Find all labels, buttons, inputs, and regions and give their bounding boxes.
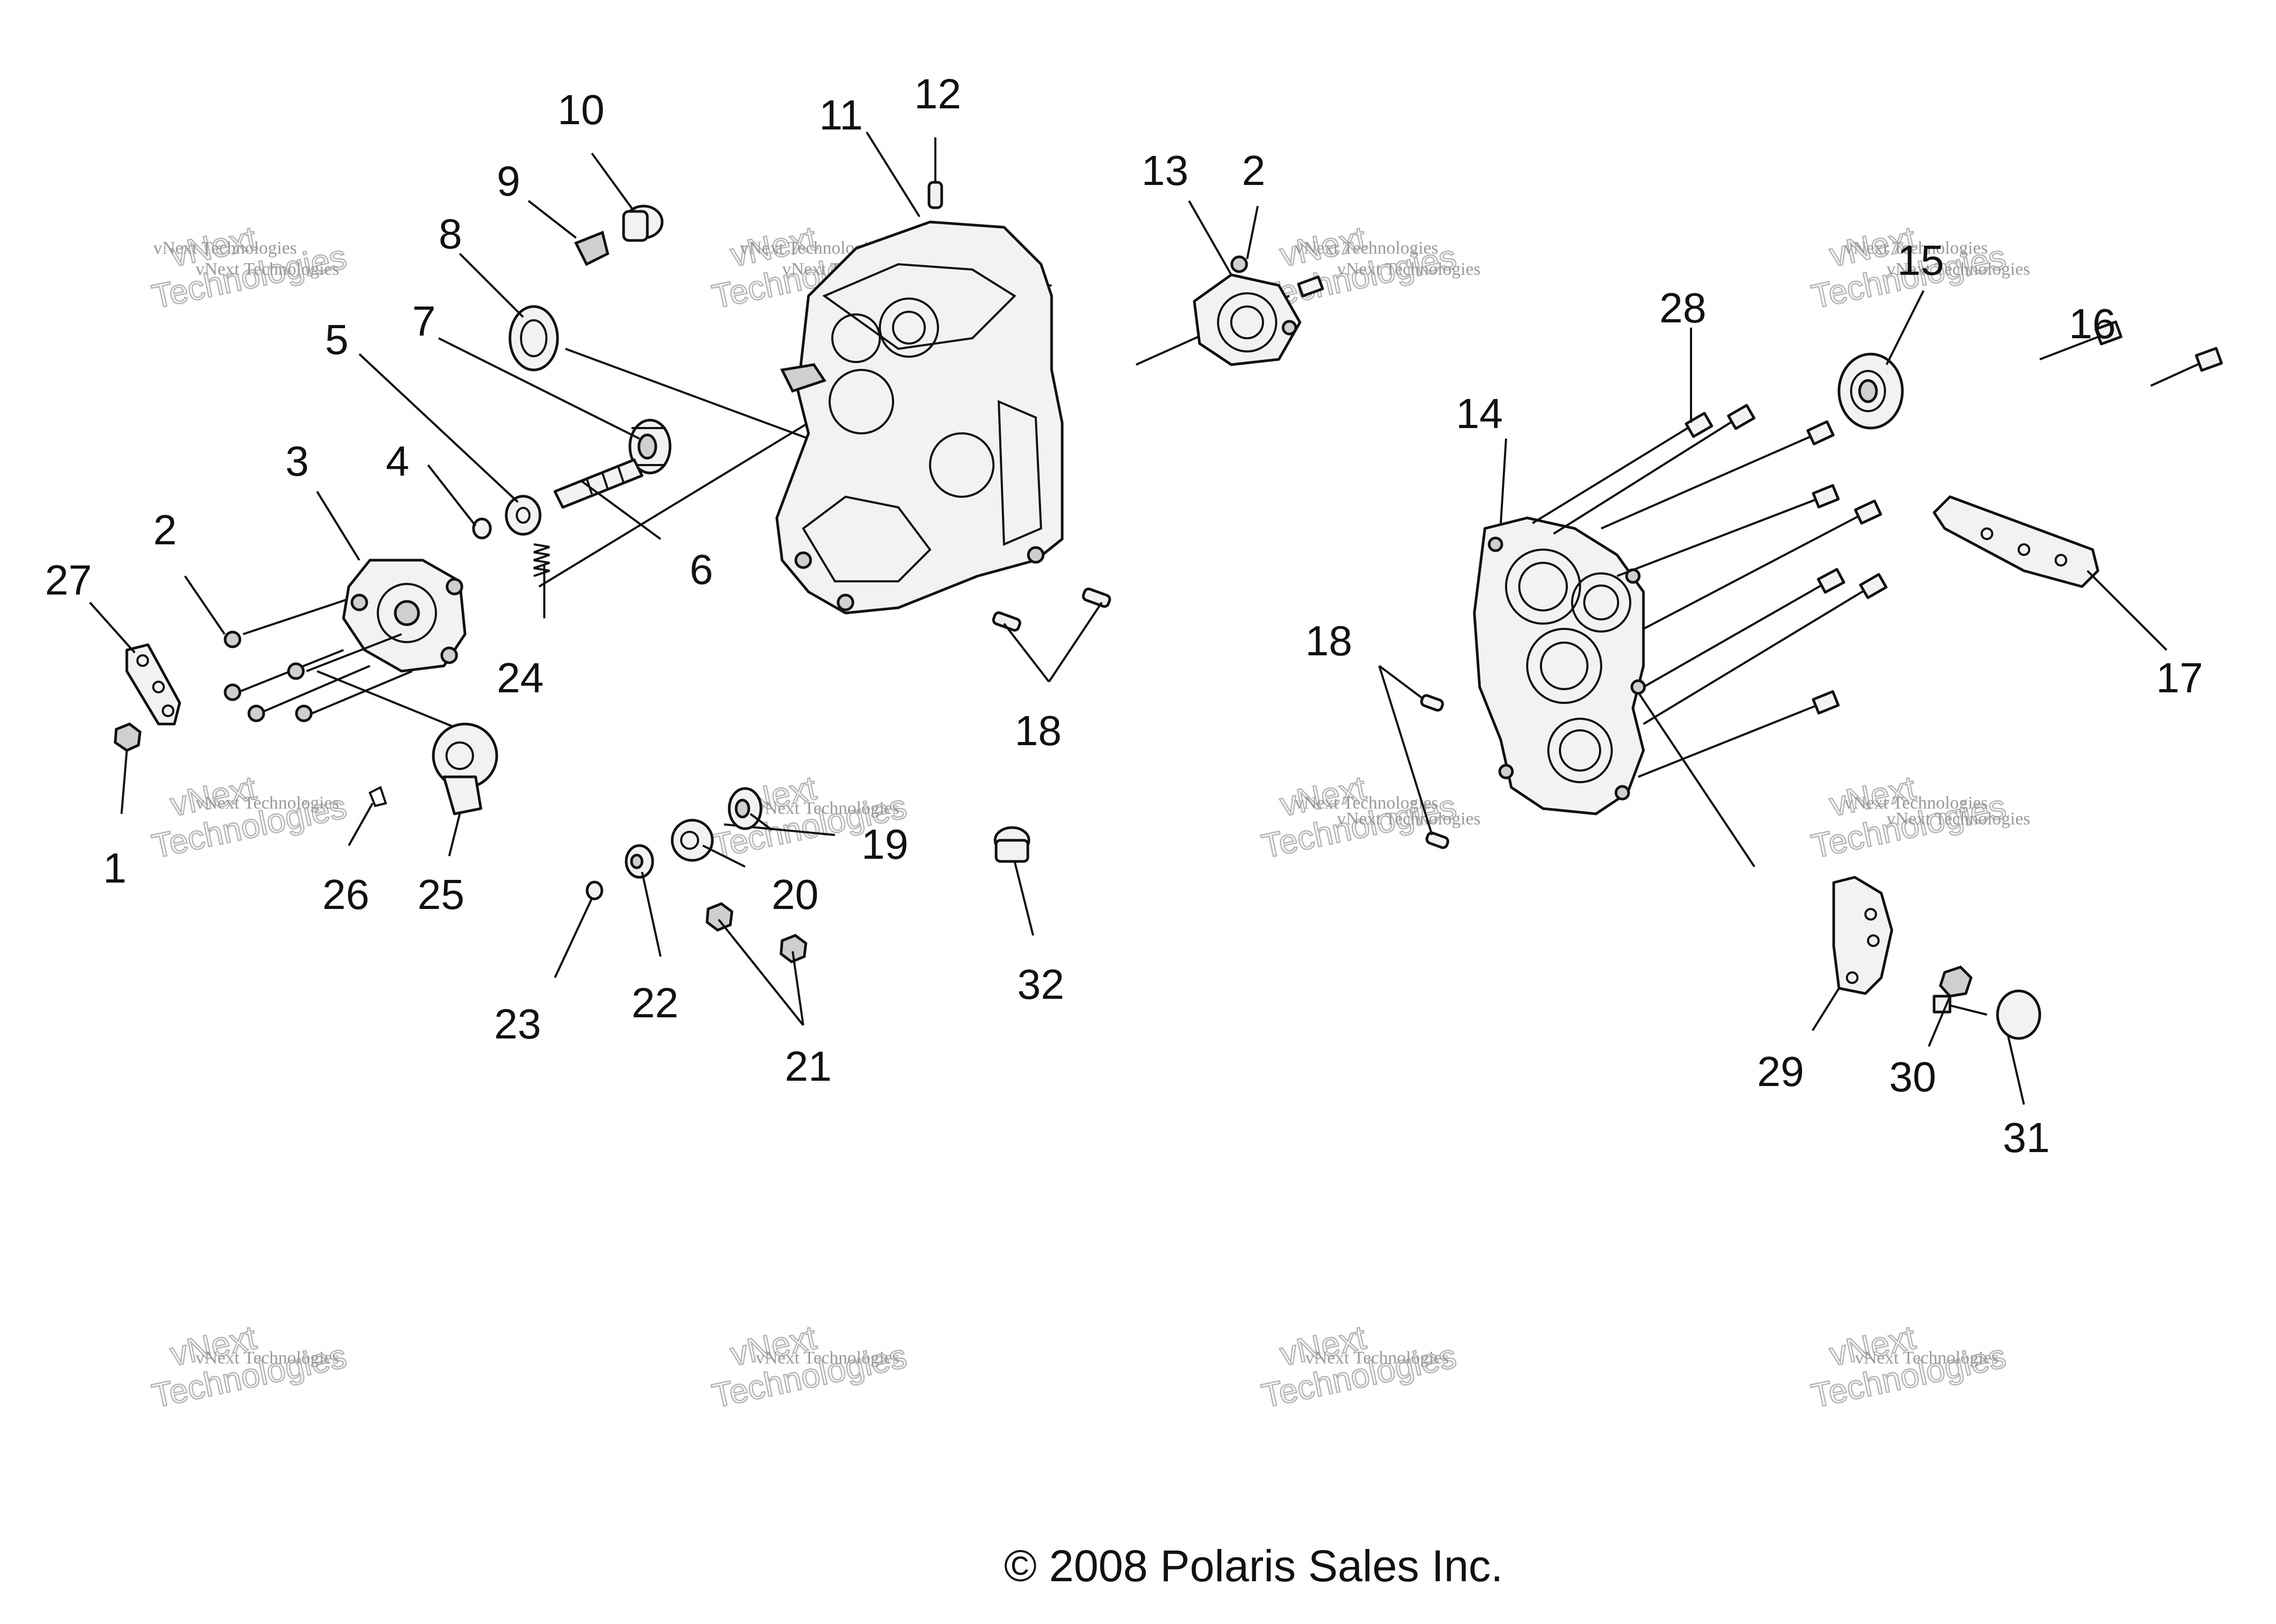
plug-cap (622, 205, 664, 242)
callout-15: 15 (1897, 237, 1944, 284)
mounting-bracket (1933, 495, 2100, 588)
callout-4: 4 (386, 438, 410, 485)
small-gear (625, 844, 654, 879)
callout-2-right: 2 (1242, 147, 1266, 194)
watermark-text: vNext Technologies (1887, 809, 2030, 829)
gear-position-sensor (432, 722, 498, 815)
lock-nut (1939, 966, 1973, 998)
callout-3: 3 (285, 438, 309, 485)
oil-seal (508, 305, 559, 372)
flange-nut (114, 722, 142, 752)
callout-20: 20 (772, 871, 819, 918)
watermark-text: vNext Technologies (1887, 259, 2030, 279)
watermark-text: vNext Technologies (1305, 1348, 1449, 1368)
idler-gear (728, 787, 763, 830)
watermark-text: vNext Technologies (1844, 238, 1988, 258)
watermark-text: vNext Technologies (756, 799, 899, 818)
main-transmission-case (775, 220, 1064, 615)
watermark-text: vNext Technologies (1337, 809, 1481, 829)
watermark-text: vNext Technologies (1337, 259, 1481, 279)
watermark-text: vNext Technologies (196, 1348, 339, 1368)
callout-5: 5 (325, 316, 349, 363)
o-ring (472, 517, 492, 540)
sensor-clip (368, 786, 387, 808)
shift-arm (125, 643, 181, 726)
callout-28: 28 (1659, 284, 1706, 331)
callout-32: 32 (1017, 961, 1064, 1008)
detent-spring (533, 543, 550, 577)
callout-18: 18 (1015, 707, 1062, 754)
callout-26: 26 (322, 871, 369, 918)
callout-7: 7 (412, 298, 436, 345)
gear-washer (671, 819, 714, 862)
copyright-notice: © 2008 Polaris Sales Inc. (1004, 1541, 1503, 1591)
watermark-text: vNext Technologies (1295, 793, 1438, 813)
bearing (1837, 352, 1904, 430)
callout-17: 17 (2156, 654, 2203, 701)
callout-1: 1 (103, 845, 127, 892)
bracket-bolts (2039, 320, 2223, 387)
hex-nuts (705, 902, 807, 963)
shift-shaft (553, 458, 644, 509)
callout-9: 9 (497, 157, 521, 205)
retaining-clip (574, 230, 609, 266)
callout-24: 24 (497, 654, 544, 701)
callout-12: 12 (914, 70, 961, 117)
callout-30: 30 (1889, 1053, 1936, 1100)
callout-10: 10 (558, 86, 605, 133)
breather-knob (1933, 989, 2041, 1040)
callout-21: 21 (785, 1043, 832, 1090)
thrust-washer (505, 495, 542, 536)
cover-bolts (1531, 404, 1888, 778)
side-cover-case (1473, 516, 1646, 815)
drain-plug (993, 826, 1030, 863)
watermark: vNext Technologies (148, 218, 350, 317)
callout-11: 11 (819, 91, 863, 138)
callout-27: 27 (45, 556, 92, 604)
watermark-group: vNext Technologies vNext Technologies vN… (148, 218, 2030, 1416)
callout-31: 31 (2003, 1114, 2050, 1161)
callout-leaders (89, 131, 2168, 1105)
callout-19: 19 (861, 821, 908, 868)
watermark-text: vNext Technologies (1844, 793, 1988, 813)
dowel-pins (992, 587, 1450, 849)
seal-plate (1193, 255, 1324, 366)
callout-14: 14 (1456, 390, 1503, 437)
callout-13: 13 (1141, 147, 1188, 194)
callout-23: 23 (494, 1000, 541, 1047)
small-o-ring (586, 880, 603, 901)
callout-18-right: 18 (1305, 617, 1352, 664)
watermark-text: vNext Technologies (1295, 238, 1438, 258)
watermark-text: vNext Technologies (1855, 1348, 1999, 1368)
shift-housing (237, 559, 467, 714)
watermark-text: vNext Technologies (756, 1348, 899, 1368)
lower-bracket (1832, 876, 1893, 995)
callout-22: 22 (631, 979, 679, 1026)
small-bolt-left (224, 630, 313, 722)
watermark-text: vNext Technologies (196, 259, 339, 279)
callout-8: 8 (439, 210, 462, 257)
callout-6: 6 (690, 546, 713, 593)
callout-2: 2 (153, 506, 177, 553)
watermark-text: vNext Technologies (153, 238, 297, 258)
drive-gear (628, 419, 672, 475)
callout-29: 29 (1757, 1048, 1804, 1095)
callout-25: 25 (417, 871, 465, 918)
callout-numbers: 1 2 3 4 5 6 7 8 9 10 11 12 13 2 14 15 16… (45, 70, 2203, 1161)
dowel-pin-12 (927, 181, 943, 209)
callout-16: 16 (2069, 300, 2116, 347)
watermark-text: vNext Technologies (196, 793, 339, 813)
